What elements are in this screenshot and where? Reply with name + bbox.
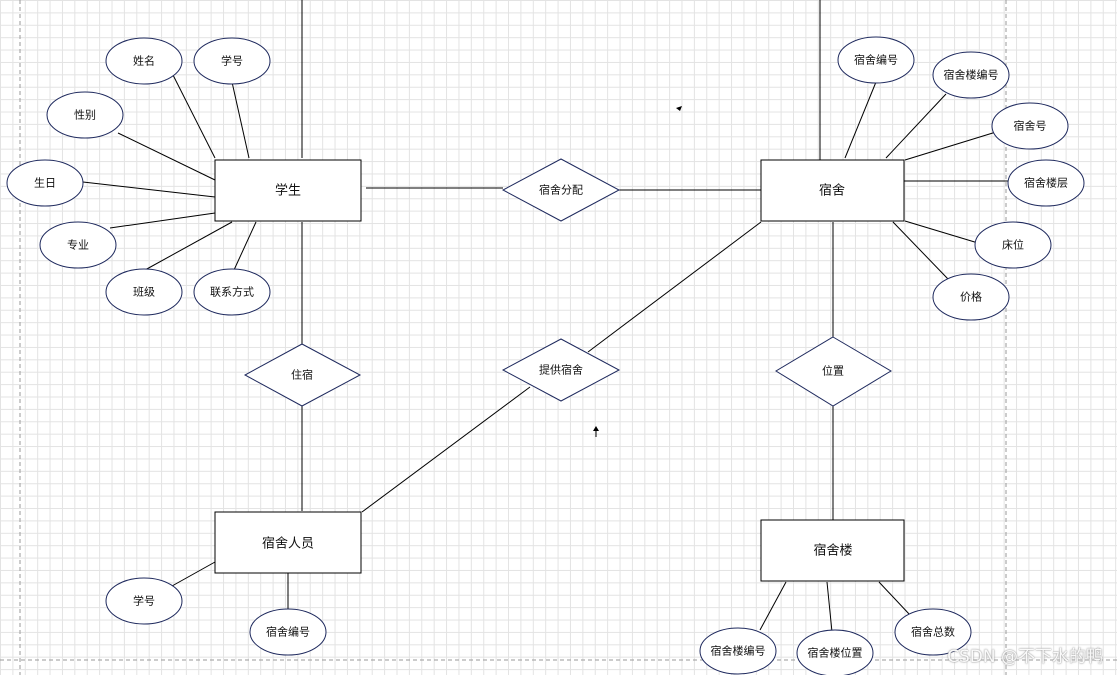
attr-student-major[interactable]: 专业	[39, 221, 117, 269]
attr-student-name[interactable]: 姓名	[105, 37, 183, 85]
attr-dorm-floor[interactable]: 宿舍楼层	[1007, 159, 1085, 207]
svg-text:专业: 专业	[67, 238, 89, 252]
attr-student-birthday[interactable]: 生日	[6, 159, 84, 207]
entity-student-label: 学生	[275, 183, 301, 199]
relationship-location[interactable]: 位置	[775, 336, 892, 407]
relationship-assign-label: 宿舍分配	[539, 183, 583, 197]
svg-text:宿舍楼层: 宿舍楼层	[1024, 176, 1068, 190]
svg-text:学号: 学号	[133, 594, 155, 608]
arrow-up-icon	[593, 426, 599, 437]
svg-text:价格: 价格	[960, 290, 982, 304]
relationship-provide-label: 提供宿舍	[539, 363, 583, 377]
attr-student-class[interactable]: 班级	[105, 268, 183, 316]
attr-building-id[interactable]: 宿舍楼编号	[699, 627, 777, 675]
entity-student[interactable]: 学生	[214, 159, 362, 222]
svg-text:宿舍编号: 宿舍编号	[266, 625, 310, 639]
relationship-provide[interactable]: 提供宿舍	[501, 338, 621, 402]
attr-resident-dorm-id[interactable]: 宿舍编号	[249, 608, 327, 656]
attr-dorm-id[interactable]: 宿舍编号	[837, 36, 915, 84]
watermark: CSDN @不下水的鸭	[947, 647, 1103, 667]
svg-text:班级: 班级	[133, 286, 155, 299]
entity-resident-label: 宿舍人员	[262, 536, 314, 552]
relationship-live[interactable]: 住宿	[243, 343, 362, 407]
attr-student-gender[interactable]: 性别	[46, 91, 124, 139]
attr-student-id[interactable]: 学号	[193, 37, 271, 85]
svg-text:宿舍楼编号: 宿舍楼编号	[944, 68, 999, 82]
relationship-live-label: 住宿	[291, 368, 313, 382]
entity-resident[interactable]: 宿舍人员	[214, 511, 362, 574]
relationship-assign[interactable]: 宿舍分配	[501, 158, 621, 222]
attr-resident-student-id[interactable]: 学号	[105, 577, 183, 625]
svg-text:姓名: 姓名	[133, 54, 155, 68]
attr-dorm-bed[interactable]: 床位	[974, 221, 1052, 269]
entity-building-label: 宿舍楼	[813, 543, 852, 559]
attr-dorm-price[interactable]: 价格	[932, 273, 1010, 321]
attr-dorm-building-id[interactable]: 宿舍楼编号	[932, 51, 1010, 99]
svg-text:生日: 生日	[34, 176, 56, 190]
entity-dorm[interactable]: 宿舍	[760, 159, 905, 222]
connectors	[82, 0, 1010, 633]
attr-student-contact[interactable]: 联系方式	[193, 268, 271, 316]
entity-building[interactable]: 宿舍楼	[760, 519, 905, 582]
svg-text:宿舍总数: 宿舍总数	[911, 625, 955, 639]
cursor-arrow-icon	[676, 106, 682, 111]
entity-dorm-label: 宿舍	[819, 183, 845, 199]
attr-building-total[interactable]: 宿舍总数	[894, 608, 972, 656]
svg-text:宿舍楼编号: 宿舍楼编号	[711, 644, 766, 658]
attr-building-location[interactable]: 宿舍楼位置	[796, 629, 874, 675]
svg-text:宿舍楼位置: 宿舍楼位置	[808, 646, 863, 660]
svg-text:宿舍号: 宿舍号	[1014, 119, 1047, 133]
svg-text:宿舍编号: 宿舍编号	[854, 53, 898, 67]
svg-text:学号: 学号	[221, 54, 243, 68]
relationship-location-label: 位置	[822, 364, 844, 378]
svg-text:联系方式: 联系方式	[210, 285, 254, 299]
attr-dorm-number[interactable]: 宿舍号	[991, 102, 1069, 150]
svg-text:床位: 床位	[1002, 238, 1024, 252]
svg-text:性别: 性别	[74, 108, 96, 122]
